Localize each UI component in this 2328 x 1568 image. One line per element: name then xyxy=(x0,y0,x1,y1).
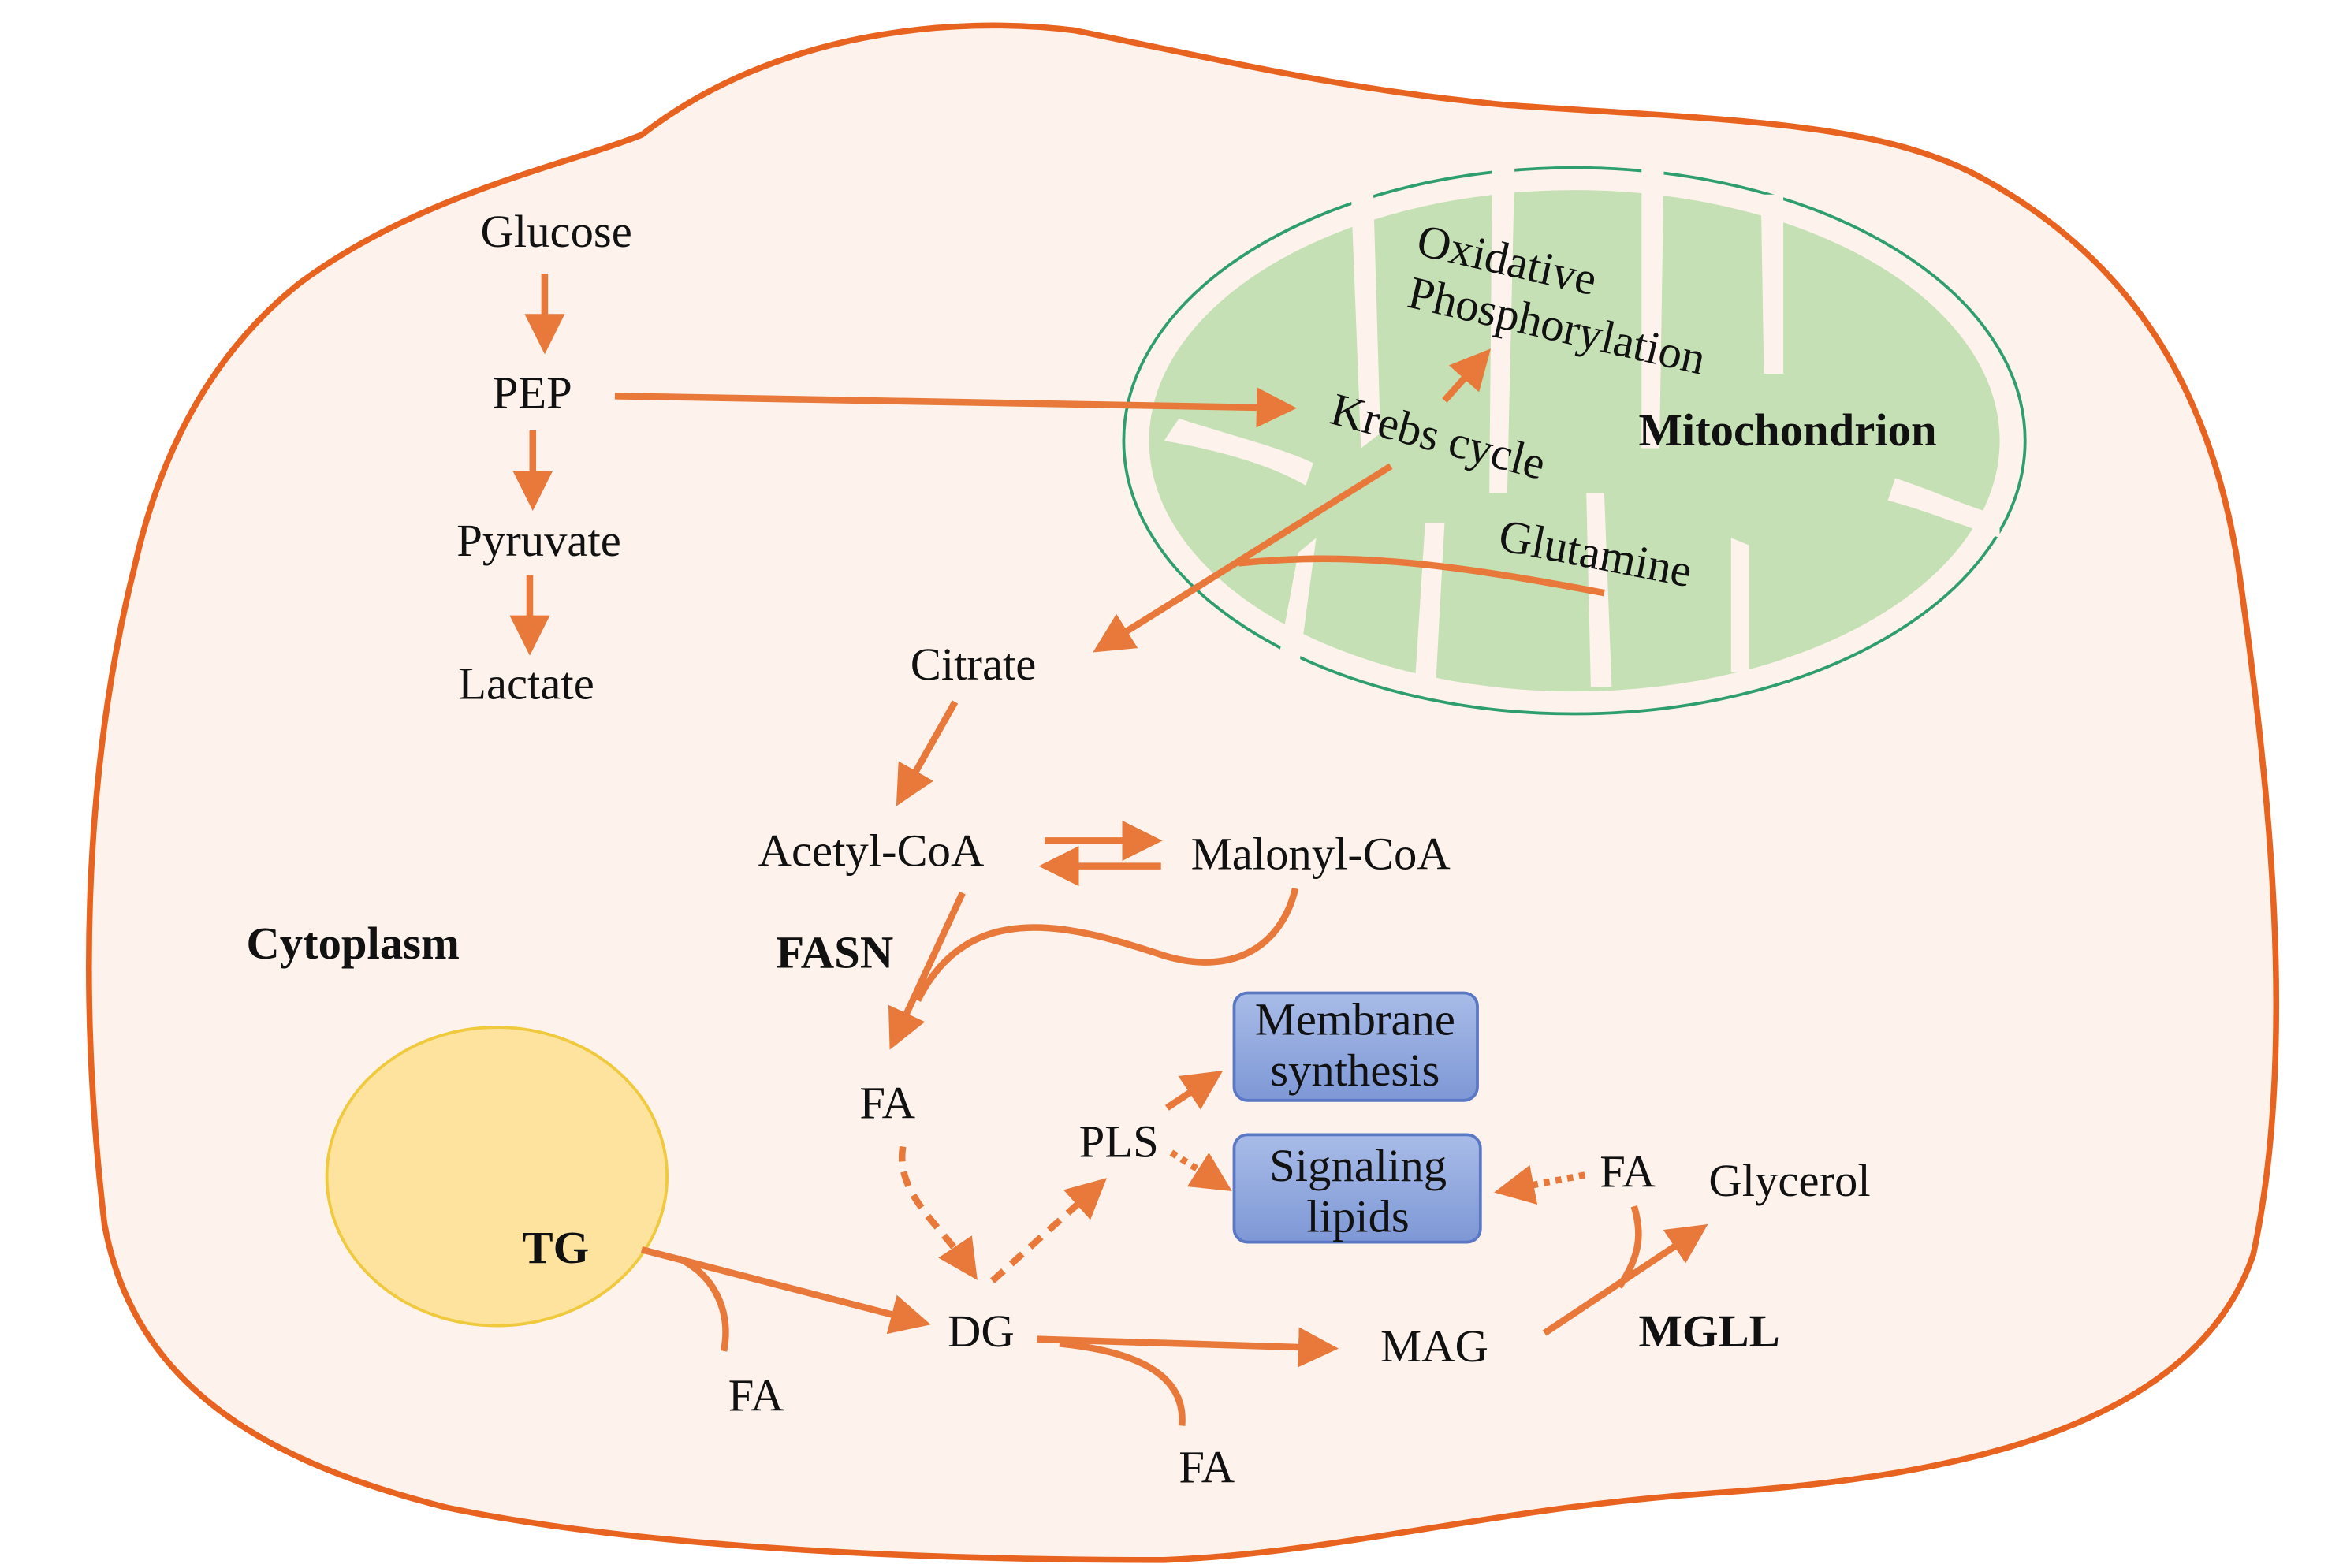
signaling-lipids-box xyxy=(1232,1133,1482,1244)
label-glycerol: Glycerol xyxy=(1708,1155,1870,1206)
lipid-droplet xyxy=(325,1026,669,1328)
label-malonyl-coa: Malonyl-CoA xyxy=(1191,828,1451,879)
label-lipids: lipids xyxy=(1306,1190,1409,1242)
mitochondrion xyxy=(1122,164,2027,716)
label-mgll: MGLL xyxy=(1638,1305,1779,1357)
label-glucose: Glucose xyxy=(481,206,632,257)
cell-membrane xyxy=(86,22,2280,1563)
pathway-arrows xyxy=(509,274,1708,1426)
label-tg: TG xyxy=(523,1222,590,1273)
label-cytoplasm: Cytoplasm xyxy=(246,918,460,969)
label-fa-dg: FA xyxy=(1179,1441,1235,1492)
label-fa-fasn: FA xyxy=(859,1078,915,1129)
label-synthesis: synthesis xyxy=(1270,1045,1440,1096)
label-pyruvate: Pyruvate xyxy=(456,515,621,566)
label-signaling: Signaling xyxy=(1269,1140,1447,1191)
label-lactate: Lactate xyxy=(458,658,594,710)
label-mag: MAG xyxy=(1380,1320,1488,1372)
label-pls: PLS xyxy=(1079,1116,1159,1168)
label-acetyl-coa: Acetyl-CoA xyxy=(758,825,985,877)
label-mitochondrion: Mitochondrion xyxy=(1638,404,1936,456)
label-dg: DG xyxy=(948,1305,1015,1357)
label-membrane: Membrane xyxy=(1255,994,1455,1045)
label-fasn: FASN xyxy=(776,926,893,978)
label-citrate: Citrate xyxy=(911,639,1037,690)
label-fa-mgll: FA xyxy=(1600,1146,1656,1197)
membrane-synthesis-box xyxy=(1232,991,1479,1102)
label-fa-tg: FA xyxy=(728,1370,784,1421)
label-pep: PEP xyxy=(493,367,572,418)
